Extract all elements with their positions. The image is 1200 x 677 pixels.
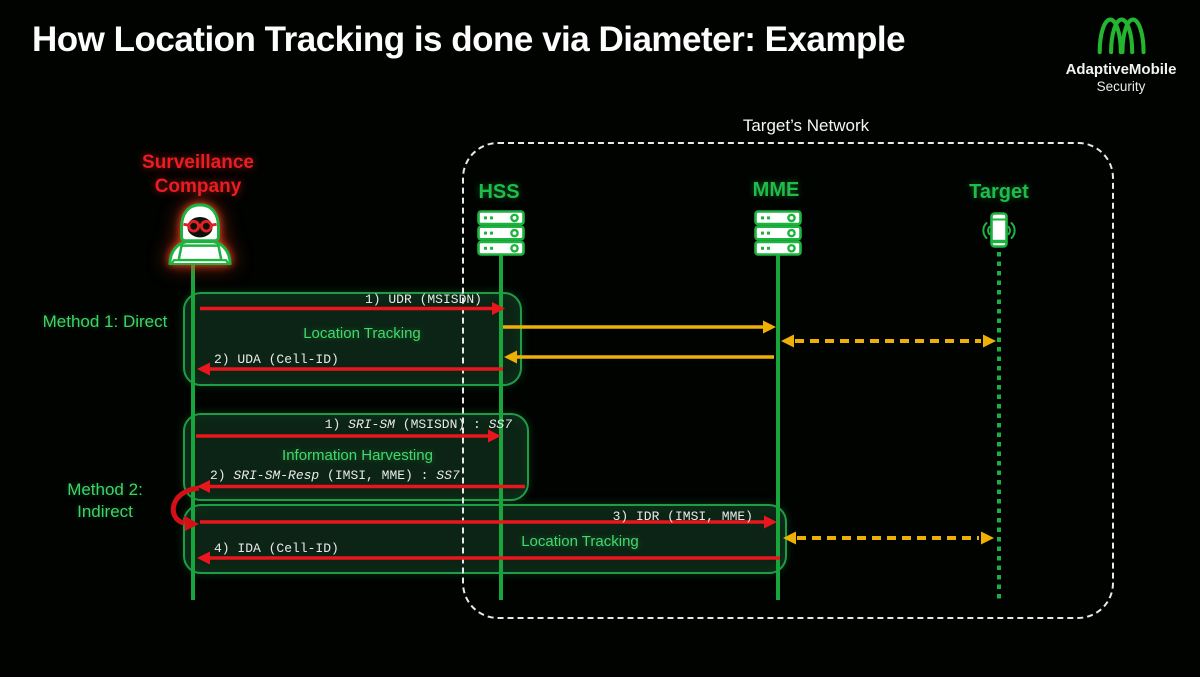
adaptivemobile-logo-icon <box>1097 17 1146 55</box>
mme-target-paging-arrow-m2 <box>783 531 994 545</box>
method2-label-line2: Indirect <box>77 502 133 521</box>
idr-message-text: 3) IDR (IMSI, MME) <box>612 509 753 524</box>
hacker-icon <box>168 203 232 265</box>
target-label: Target <box>969 181 1029 203</box>
hss-to-mme-arrow <box>503 320 776 334</box>
method2-track-box-label: Location Tracking <box>521 533 639 550</box>
sri-sm-message-text: 1) SRI-SM (MSISDN) : SS7 <box>324 417 512 432</box>
logo-subtitle-text: Security <box>1096 79 1146 94</box>
surveillance-label-line1: Surveillance <box>142 152 254 173</box>
uda-message-text: 2) UDA (Cell-ID) <box>214 352 339 367</box>
method2-location-tracking-box <box>183 504 787 574</box>
mme-to-hss-arrow <box>504 350 774 364</box>
mme-label: MME <box>752 179 800 201</box>
network-label: Target’s Network <box>742 116 870 135</box>
sri-sm-resp-message-text: 2) SRI-SM-Resp (IMSI, MME) : SS7 <box>210 468 460 483</box>
target-lifeline <box>997 252 1001 600</box>
hss-label: HSS <box>478 181 520 203</box>
method2-harvest-box-label: Information Harvesting <box>282 447 433 464</box>
target-phone-icon <box>982 212 1016 248</box>
mme-target-paging-arrow-m1 <box>781 334 996 348</box>
surveillance-lifeline <box>191 261 195 600</box>
mme-lifeline <box>776 253 780 600</box>
method1-box-label: Location Tracking <box>303 325 421 342</box>
surveillance-label-line2: Company <box>154 176 242 197</box>
method2-label: Method 2: Indirect <box>25 479 185 523</box>
method1-label: Method 1: Direct <box>42 312 168 331</box>
udr-message-text: 1) UDR (MSISDN) <box>364 292 482 307</box>
hss-server-icon <box>477 210 525 256</box>
ida-message-text: 4) IDA (Cell-ID) <box>214 541 339 556</box>
mme-server-icon <box>754 210 802 256</box>
method2-label-line1: Method 2: <box>67 480 143 499</box>
surveillance-company-label: Surveillance Company <box>118 151 278 199</box>
page-title: How Location Tracking is done via Diamet… <box>32 20 906 59</box>
logo-brand-text: AdaptiveMobile <box>1065 61 1177 78</box>
hss-lifeline <box>499 253 503 600</box>
